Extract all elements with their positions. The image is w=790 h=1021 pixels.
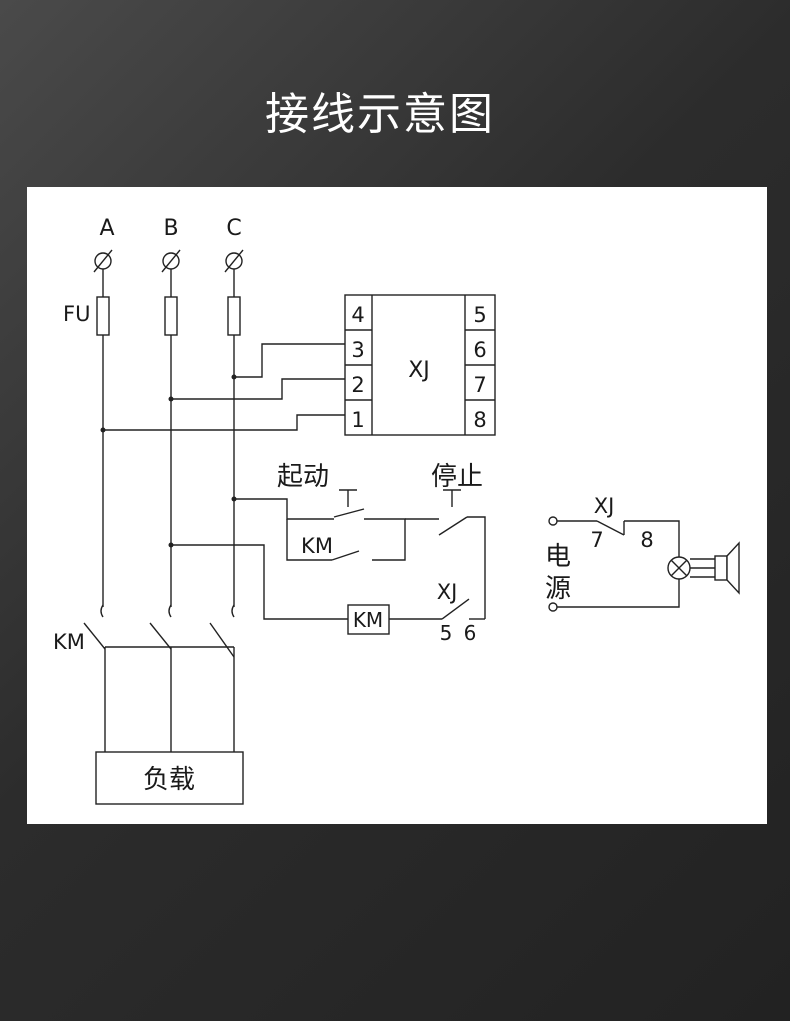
control-circuit-wires [168,496,486,620]
holding-contact-label: KM [301,534,333,558]
relay-input-wires [100,343,345,433]
relay-terminal-2: 2 [351,373,364,397]
page-title: 接线示意图 [265,89,495,140]
km-coil-label: KM [353,608,383,632]
stop-button-symbol [438,489,468,536]
wiring-diagram-panel: A B C FU [27,187,767,824]
alarm-terminal-7: 7 [590,528,603,552]
fuse-b [164,296,178,336]
relay-terminal-3: 3 [351,338,364,362]
start-button-label: 起动 [277,462,329,492]
wiring-diagram: A B C FU [53,216,740,805]
power-source-label-1: 电 [545,542,571,572]
main-contactor-symbol [83,604,235,658]
relay-terminal-8: 8 [473,408,486,432]
phase-conductors [102,269,235,607]
relay-contact-terminal-5: 5 [440,621,453,645]
phase-label-b: B [163,216,178,241]
relay-contact-symbol [441,598,485,620]
relay-label: XJ [408,358,430,383]
alarm-contact-label: XJ [594,494,615,518]
phase-label-c: C [226,216,241,241]
relay-terminal-1: 1 [351,408,364,432]
relay-terminal-6: 6 [473,338,486,362]
fuse-label: FU [63,302,90,326]
start-button-symbol [333,489,365,518]
alarm-circuit-wires [548,516,715,612]
relay-contact-terminal-6: 6 [464,621,477,645]
relay-contact-label: XJ [437,580,458,604]
power-source-label-2: 源 [545,574,571,604]
phase-label-a: A [99,216,114,241]
holding-contact-symbol [331,550,360,561]
fuse-c [227,296,241,336]
terminal-symbol-a [93,249,113,273]
relay-terminal-4: 4 [351,303,364,327]
horn-icon [690,541,740,595]
stop-button-label: 停止 [431,462,483,492]
load-feed-wires [104,647,235,752]
main-contact-label: KM [53,630,85,654]
relay-terminal-7: 7 [473,373,486,397]
relay-xj-block [344,294,496,436]
relay-terminal-5: 5 [473,303,486,327]
indicator-lamp-icon [667,556,691,580]
alarm-terminal-8: 8 [640,528,653,552]
fuse-a [96,296,110,336]
terminal-symbol-c [224,249,244,273]
terminal-symbol-b [161,249,181,273]
load-label: 负载 [143,765,195,795]
load-box [95,751,244,805]
km-coil [347,604,390,635]
